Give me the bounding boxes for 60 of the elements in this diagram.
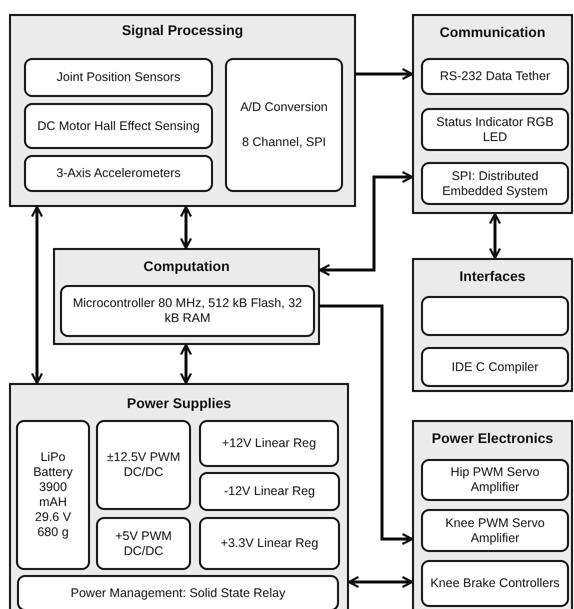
component-box <box>421 560 569 607</box>
arrow <box>318 170 414 276</box>
box-label: IDE C Compiler <box>452 360 538 374</box>
arrow <box>180 344 192 384</box>
component-box <box>199 420 339 467</box>
panel-title: Computation <box>142 258 231 274</box>
component-box <box>421 459 569 501</box>
component-box <box>24 103 213 149</box>
box-label: Joint Position Sensors <box>56 70 180 85</box>
arrow <box>320 304 414 546</box>
component-box <box>421 509 569 552</box>
empty-box <box>421 296 569 336</box>
group-panel <box>412 258 573 392</box>
group-panel <box>412 420 573 609</box>
component-box <box>421 347 569 387</box>
box-label: LiPo Battery 3900 mAH 29.6 V 680 g <box>32 450 74 540</box>
box-label: Power Management: Solid State Relay <box>70 586 286 600</box>
panel-title: Signal Processing <box>120 22 244 38</box>
component-box <box>199 472 340 511</box>
group-panel <box>9 14 356 207</box>
arrow <box>356 68 414 80</box>
component-box <box>96 517 191 570</box>
box-label: RS-232 Data Tether <box>440 69 550 84</box>
arrow <box>30 206 44 384</box>
box-label: 8 Channel, SPI <box>242 135 326 150</box>
group-panel <box>53 248 320 345</box>
box-label: +5V PWM DC/DC <box>114 528 173 558</box>
box-label: DC Motor Hall Effect Sensing <box>37 118 200 134</box>
component-box <box>16 420 90 570</box>
box-label: Knee Brake Controllers <box>430 576 560 591</box>
component-box <box>199 517 340 570</box>
component-box <box>421 162 569 205</box>
arrow <box>488 212 502 260</box>
box-label: A/D Conversion <box>240 100 328 115</box>
component-box <box>24 58 213 97</box>
arrow <box>348 576 414 588</box>
component-box <box>421 58 569 95</box>
panel-title: Communication <box>438 24 546 40</box>
box-label: 3-Axis Accelerometers <box>56 166 181 181</box>
panel-title: Power Supplies <box>126 395 232 411</box>
panel-title: Power Electronics <box>430 430 554 446</box>
panel-title: Interfaces <box>458 268 527 284</box>
group-panel <box>412 14 573 214</box>
box-label: SPI: Distributed Embedded System <box>441 168 549 198</box>
group-panel <box>9 383 349 609</box>
box-label: +12V Linear Reg <box>222 436 316 451</box>
component-box <box>421 108 569 151</box>
component-box <box>96 420 191 510</box>
component-box <box>225 58 343 192</box>
component-box <box>24 155 213 192</box>
box-label: Hip PWM Servo Amplifier <box>450 465 540 495</box>
box-label: -12V Linear Reg <box>224 484 316 499</box>
component-box <box>60 285 315 337</box>
arrow <box>180 206 192 250</box>
box-label: Knee PWM Servo Amplifier <box>444 516 546 546</box>
box-label: Status Indicator RGB LED <box>435 114 555 144</box>
component-box <box>17 575 339 609</box>
box-label: +3.3V Linear Reg <box>220 536 318 551</box>
box-label: ±12.5V PWM DC/DC <box>106 450 182 480</box>
box-label: Microcontroller 80 MHz, 512 kB Flash, 32 kB RAM <box>72 296 304 326</box>
